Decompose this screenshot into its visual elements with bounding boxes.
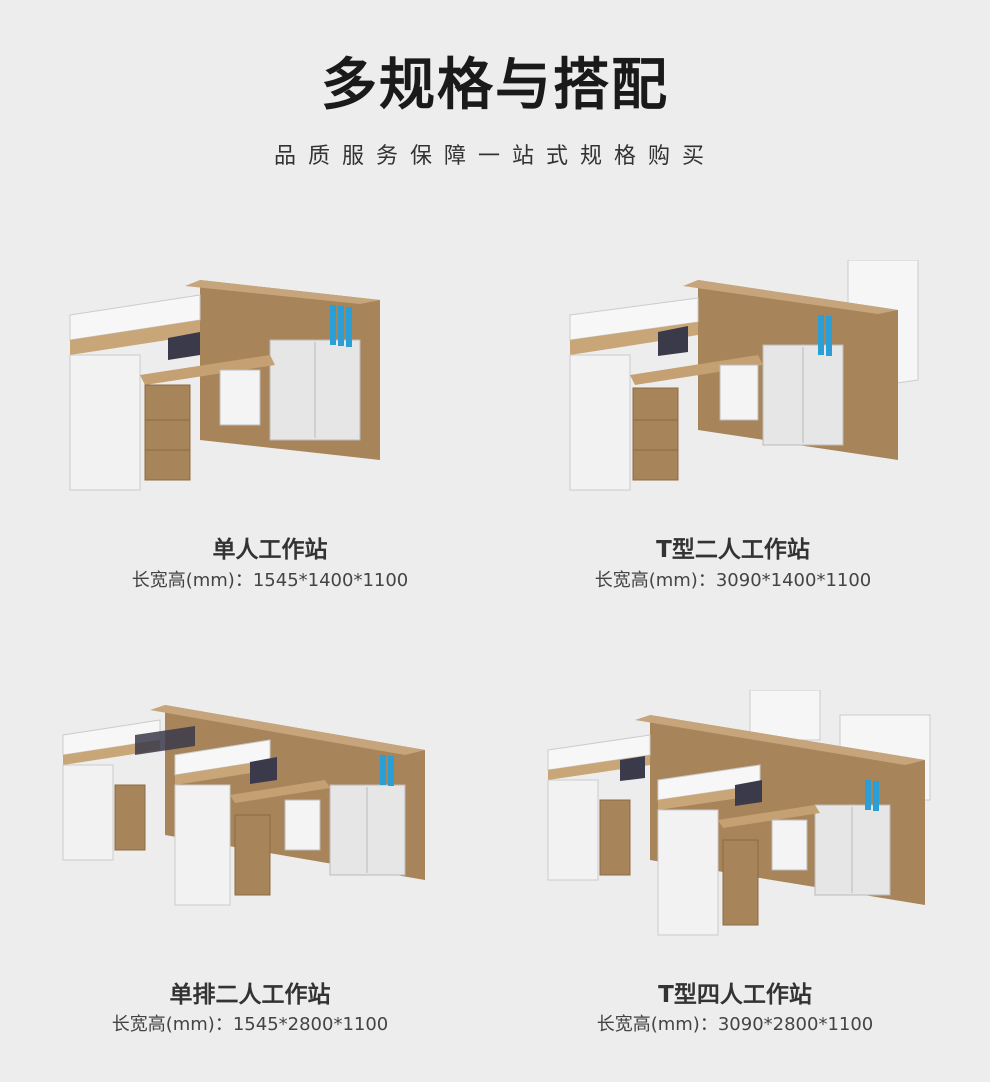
product-name: 单排二人工作站 <box>169 982 331 1008</box>
workstation-image <box>569 260 919 491</box>
product-card-t-four[interactable]: T型四人工作站 长宽高(mm)：3090*2800*1100 <box>540 690 960 1050</box>
product-card-single[interactable]: 单人工作站 长宽高(mm)：1545*1400*1100 <box>60 260 480 620</box>
page-subtitle: 品质服务保障一站式规格购买 <box>273 144 716 169</box>
product-dimensions: 长宽高(mm)：1545*2800*1100 <box>111 1014 389 1035</box>
product-dimensions: 长宽高(mm)：3090*2800*1100 <box>596 1014 874 1035</box>
page-title: 多规格与搭配 <box>321 53 669 118</box>
product-dimensions: 长宽高(mm)：1545*1400*1100 <box>131 570 409 591</box>
product-card-row-two[interactable]: 单排二人工作站 长宽高(mm)：1545*2800*1100 <box>55 700 475 1060</box>
product-name: 单人工作站 <box>212 537 328 563</box>
workstation-image <box>62 705 425 906</box>
product-dimensions: 长宽高(mm)：3090*1400*1100 <box>594 570 872 591</box>
product-name: T型二人工作站 <box>656 537 810 563</box>
product-name: T型四人工作站 <box>658 982 812 1008</box>
workstation-image <box>69 280 380 491</box>
product-card-t-two[interactable]: T型二人工作站 长宽高(mm)：3090*1400*1100 <box>548 260 968 620</box>
workstation-image <box>547 690 931 936</box>
